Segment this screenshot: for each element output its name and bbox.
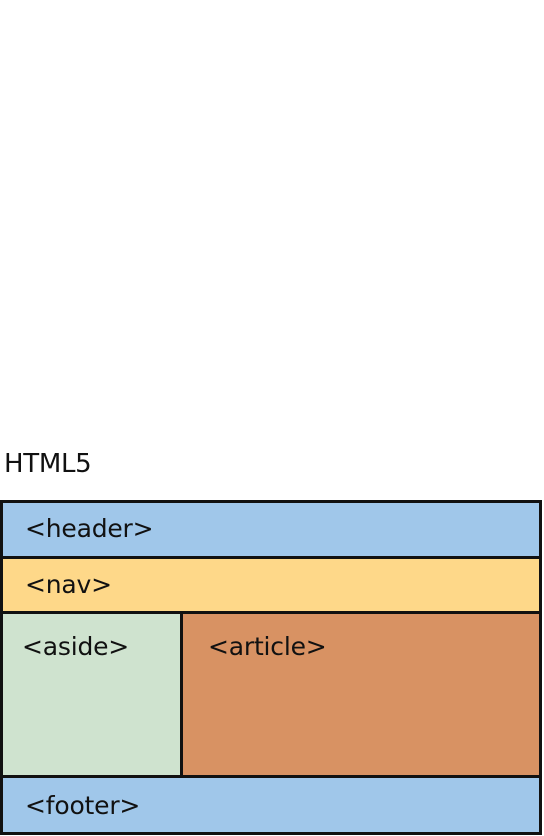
html5-layout-diagram: <header> <nav> <aside> <article> <footer… (0, 500, 542, 835)
article-region: <article> (183, 614, 539, 775)
diagram-title: HTML5 (4, 449, 92, 479)
footer-region: <footer> (3, 778, 539, 832)
header-region: <header> (3, 503, 539, 556)
aside-region: <aside> (3, 614, 180, 775)
nav-region: <nav> (3, 559, 539, 611)
